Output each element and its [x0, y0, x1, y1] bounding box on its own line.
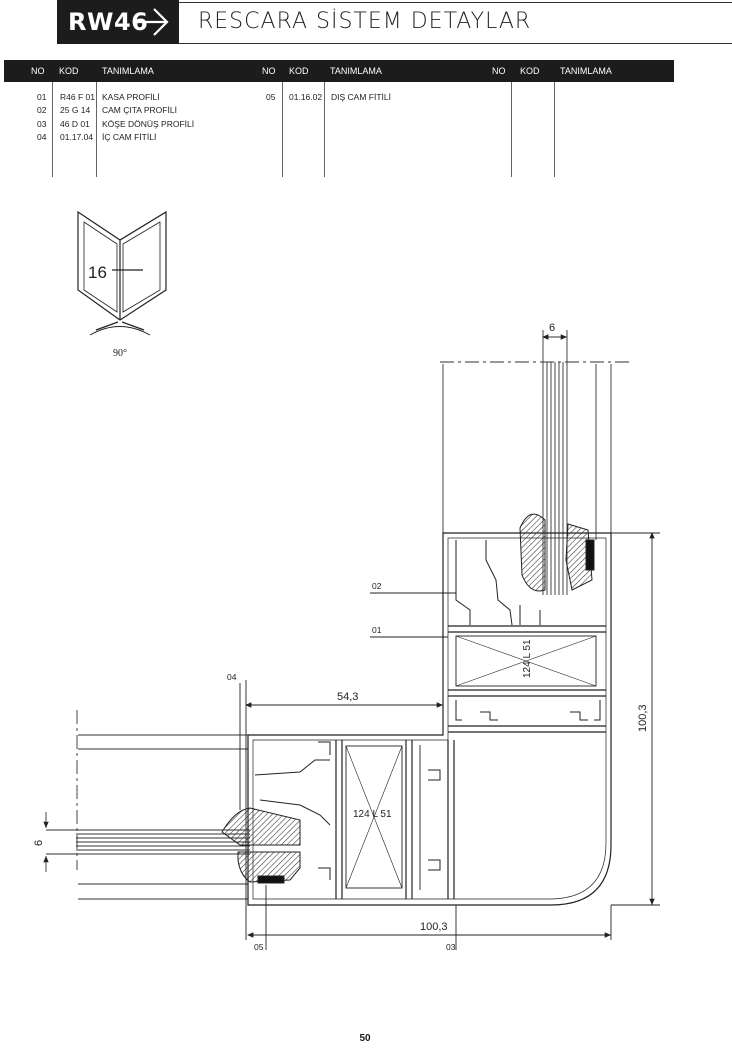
row-tanim: İÇ CAM FİTİLİ: [102, 132, 157, 142]
dim-glass-top: 6: [549, 322, 555, 334]
arrow-right-icon: [137, 8, 169, 36]
callout-03: 03: [446, 942, 456, 952]
dim-width: 100,3: [420, 921, 448, 933]
col-header-kod: KOD: [520, 66, 540, 76]
table-divider: [324, 82, 325, 177]
col-header-no: NO: [492, 66, 506, 76]
parts-table-header: [4, 60, 674, 82]
table-divider: [96, 82, 97, 177]
dim-offset: 54,3: [337, 691, 358, 703]
row-no: 03: [37, 119, 47, 129]
dim-height: 100,3: [637, 704, 649, 732]
callout-01: 01: [372, 625, 382, 635]
technical-drawing: 16 90° 6 6: [33, 210, 660, 952]
table-divider: [282, 82, 283, 177]
title-rule: [179, 43, 732, 44]
col-header-kod: KOD: [59, 66, 79, 76]
callout-05: 05: [254, 942, 264, 952]
insulation-label: 124 L 51: [353, 809, 392, 820]
insulation-label: 124 L 51: [522, 639, 533, 678]
row-no: 04: [37, 132, 47, 142]
row-no: 05: [266, 92, 276, 102]
row-tanim: DIŞ CAM FİTİLİ: [331, 92, 391, 102]
horizontal-glazing: [43, 710, 250, 900]
col-header-no: NO: [262, 66, 276, 76]
callout-02: 02: [372, 581, 382, 591]
col-header-tanim: TANIMLAMA: [330, 66, 382, 76]
row-kod: 46 D 01: [60, 119, 90, 129]
corner-profile: [247, 532, 612, 906]
page-number: 50: [359, 1033, 371, 1044]
page-title: RESCARA SİSTEM DETAYLAR: [198, 9, 532, 34]
dimension-lines: [239, 532, 660, 950]
col-header-no: NO: [31, 66, 45, 76]
header: RW46 RESCARA SİSTEM DETAYLAR: [0, 0, 732, 56]
callout-04: 04: [227, 672, 237, 682]
col-header-kod: KOD: [289, 66, 309, 76]
row-tanim: KASA PROFİLİ: [102, 92, 160, 102]
inset-angle-label: 90°: [113, 348, 127, 359]
table-divider: [511, 82, 512, 177]
row-no: 01: [37, 92, 47, 102]
corner-inset: [77, 210, 167, 336]
row-tanim: KÖŞE DÖNÜŞ PROFİLİ: [102, 119, 195, 129]
row-no: 02: [37, 105, 47, 115]
table-divider: [52, 82, 53, 177]
dim-glass-left: 6: [33, 840, 45, 846]
system-code: RW46: [68, 8, 149, 36]
gaskets: [221, 513, 595, 884]
row-kod: R46 F 01: [60, 92, 95, 102]
row-kod: 01.17.04: [60, 132, 94, 142]
title-rule: [179, 2, 732, 3]
col-header-tanim: TANIMLAMA: [102, 66, 154, 76]
inset-thickness-label: 16: [88, 263, 107, 282]
row-tanim: CAM ÇITA PROFİLİ: [102, 105, 177, 115]
row-kod: 01.16.02: [289, 92, 323, 102]
row-kod: 25 G 14: [60, 105, 91, 115]
col-header-tanim: TANIMLAMA: [560, 66, 612, 76]
table-divider: [554, 82, 555, 177]
